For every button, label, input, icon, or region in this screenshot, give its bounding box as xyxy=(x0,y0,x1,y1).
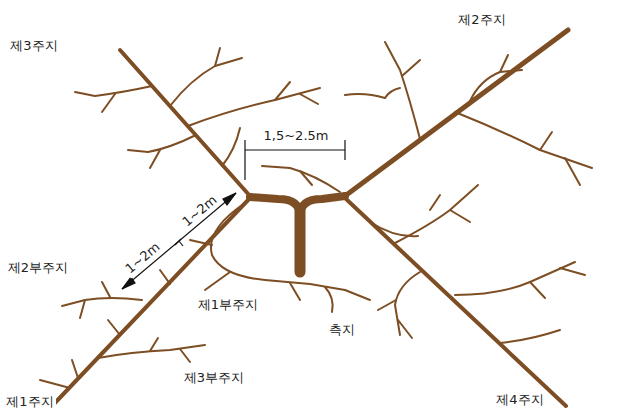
branch-label: 제3부주지 xyxy=(182,371,246,386)
dimension-label: 1~2m xyxy=(178,191,221,231)
main-branch xyxy=(120,50,250,196)
branch-label: 제1부주지 xyxy=(196,298,260,313)
branch-label: 제2부주지 xyxy=(6,261,70,276)
twigs xyxy=(40,42,592,388)
trunk-arm xyxy=(300,196,345,216)
branch-label: 제1주지 xyxy=(4,395,55,410)
branch-label: 제3주지 xyxy=(8,39,59,54)
trunk-arm xyxy=(250,197,300,216)
dimension-line xyxy=(245,140,345,180)
branch-label: 제2주지 xyxy=(456,13,507,28)
branch-label: 측지 xyxy=(327,323,357,338)
branch-label: 제4주지 xyxy=(494,393,545,408)
dimension-line xyxy=(122,193,236,289)
dimension-label: 1~2m xyxy=(121,238,164,278)
dimension-label: 1,5~2.5m xyxy=(262,129,331,144)
main-branch xyxy=(345,198,566,406)
